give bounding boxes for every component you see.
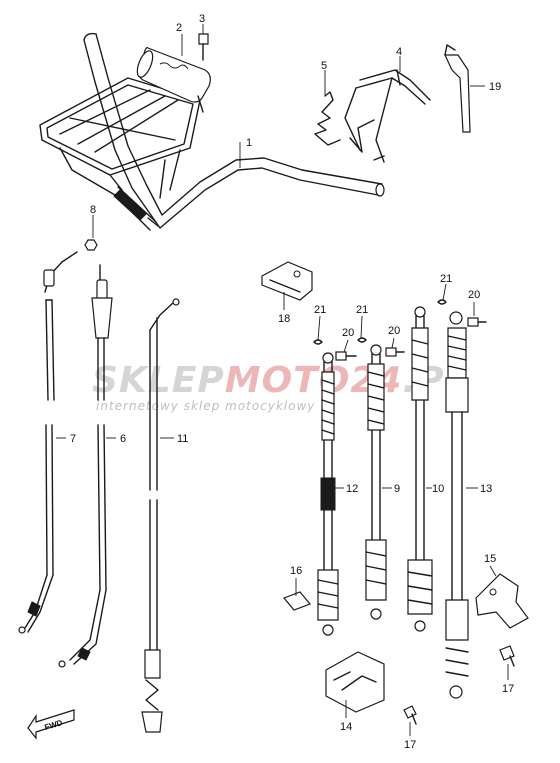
callout-21-b: 21 — [356, 304, 368, 316]
cable-6[interactable] — [58, 264, 113, 668]
forward-arrow-icon: FWD — [27, 709, 75, 740]
callout-12: 12 — [346, 483, 358, 495]
pad-bolt[interactable] — [198, 33, 209, 61]
callout-6: 6 — [120, 433, 126, 445]
cable-bracket-15[interactable] — [475, 573, 529, 629]
callout-19: 19 — [489, 81, 501, 93]
callout-20-c: 20 — [468, 289, 480, 301]
callout-17-b: 17 — [502, 683, 514, 695]
callout-9: 9 — [394, 483, 400, 495]
cable-12[interactable] — [317, 352, 339, 636]
bracket-bolt-a[interactable] — [403, 705, 417, 725]
callouts: 1 2 3 4 5 6 7 8 9 10 11 12 13 14 15 16 1… — [70, 13, 514, 751]
pin-21-a[interactable] — [313, 339, 323, 345]
callout-7: 7 — [70, 433, 76, 445]
callout-4: 4 — [396, 46, 402, 58]
callout-13: 13 — [480, 483, 492, 495]
callout-16: 16 — [290, 565, 302, 577]
cable-bracket-14[interactable] — [325, 651, 385, 713]
cable-9[interactable] — [365, 344, 387, 620]
watermark-brand-a: SKLEP — [92, 360, 225, 401]
handlebar-pad[interactable] — [134, 47, 211, 113]
pin-21-b[interactable] — [357, 337, 367, 343]
cable-13[interactable] — [445, 311, 469, 699]
bolt-20-c[interactable] — [467, 317, 487, 327]
callout-10: 10 — [432, 483, 444, 495]
callout-1: 1 — [246, 137, 252, 149]
callout-20-b: 20 — [388, 325, 400, 337]
cable-11[interactable] — [141, 298, 180, 733]
callout-5: 5 — [321, 60, 327, 72]
clamp-spring[interactable] — [314, 91, 375, 153]
wire-clamp[interactable] — [344, 69, 431, 163]
cable-10[interactable] — [407, 306, 433, 632]
cable-clip[interactable] — [282, 591, 312, 611]
adjust-nut[interactable] — [84, 239, 98, 251]
callout-3: 3 — [199, 13, 205, 25]
cable-7[interactable] — [18, 251, 78, 634]
callout-8: 8 — [90, 204, 96, 216]
cable-guide-bracket[interactable] — [261, 261, 313, 301]
callout-17-a: 17 — [404, 739, 416, 751]
callout-2: 2 — [176, 22, 182, 34]
callout-11: 11 — [177, 433, 188, 445]
handlebar-assembly[interactable] — [39, 32, 385, 231]
bolt-20-b[interactable] — [385, 347, 405, 357]
callout-15: 15 — [484, 553, 496, 565]
callout-18: 18 — [278, 313, 290, 325]
callout-14: 14 — [340, 721, 352, 733]
cable-tie[interactable] — [444, 44, 471, 133]
callout-21-c: 21 — [440, 273, 452, 285]
watermark-tagline: internetowy sklep motocyklowy — [96, 399, 315, 413]
leader-lines — [56, 24, 509, 736]
callout-20-a: 20 — [342, 327, 354, 339]
callout-21-a: 21 — [314, 304, 326, 316]
bracket-bolt-b[interactable] — [499, 645, 515, 667]
pin-21-c[interactable] — [437, 299, 447, 305]
bolt-20-a[interactable] — [335, 351, 357, 361]
